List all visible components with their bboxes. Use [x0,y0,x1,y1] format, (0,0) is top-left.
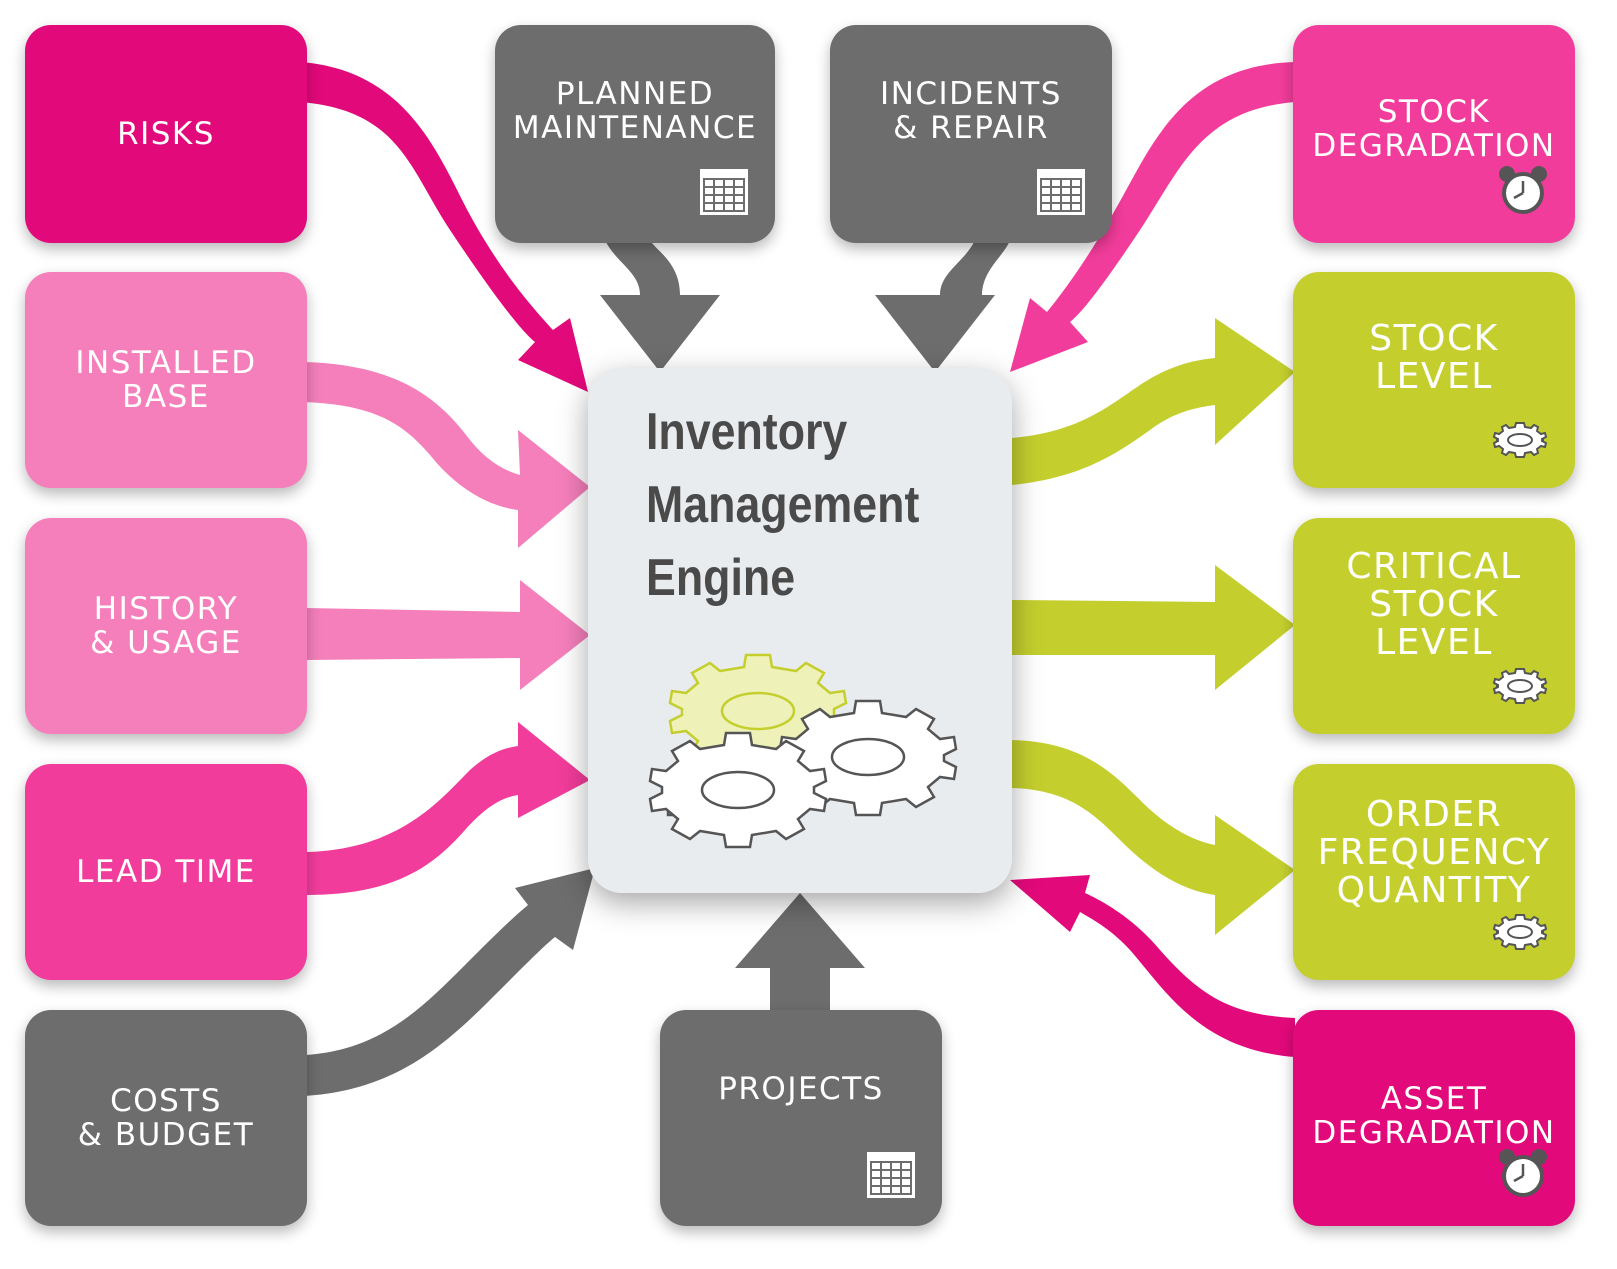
calendar-icon [866,1151,916,1206]
risks-label: RISKS [117,116,215,152]
stock-degradation-label: STOCK DEGRADATION [1312,94,1556,164]
arrow-lead-time [305,722,590,895]
arrow-projects [735,893,865,1016]
planned-maintenance-box: PLANNED MAINTENANCE [495,25,775,243]
arrow-installed-base [305,362,590,548]
projects-label: PROJECTS [718,1071,884,1107]
arrow-stock-level [1012,318,1295,485]
projects-box: PROJECTS [660,1010,942,1226]
order-frequency-quantity-box: ORDER FREQUENCY QUANTITY [1293,764,1575,980]
gear-icon [1491,909,1549,960]
clock-icon [1497,164,1549,223]
asset-degradation-box: ASSET DEGRADATION [1293,1010,1575,1226]
installed-base-box: INSTALLED BASE [25,272,307,488]
costs-budget-box: COSTS & BUDGET [25,1010,307,1226]
gear-icon [1491,663,1549,714]
engine-title: Inventory Management Engine [646,403,920,607]
arrow-order-frequency [1012,740,1295,935]
stock-level-label: STOCK LEVEL [1369,318,1499,397]
arrow-risks [300,62,588,392]
lead-time-label: LEAD TIME [76,854,256,890]
clock-icon [1497,1147,1549,1206]
arrow-asset-degradation [1010,875,1295,1057]
arrow-history-usage [305,580,590,690]
asset-degradation-label: ASSET DEGRADATION [1312,1081,1556,1151]
incidents-repair-box: INCIDENTS & REPAIR [830,25,1112,243]
incidents-repair-label: INCIDENTS & REPAIR [880,76,1062,146]
history-usage-label: HISTORY & USAGE [90,591,242,661]
order-frequency-quantity-label: ORDER FREQUENCY QUANTITY [1317,794,1551,911]
calendar-icon [1036,168,1086,223]
planned-maintenance-label: PLANNED MAINTENANCE [512,76,758,146]
risks-box: RISKS [25,25,307,243]
stock-level-box: STOCK LEVEL [1293,272,1575,488]
costs-budget-label: COSTS & BUDGET [77,1083,255,1153]
arrow-costs-budget [305,868,595,1096]
critical-stock-level-label: CRITICAL STOCK LEVEL [1346,546,1522,663]
arrow-incidents-repair [875,240,1010,372]
arrow-stock-degradation [1010,62,1295,372]
gears-icon [648,653,958,857]
inventory-management-engine: Inventory Management Engine [588,368,1012,893]
history-usage-box: HISTORY & USAGE [25,518,307,734]
lead-time-box: LEAD TIME [25,764,307,980]
arrow-critical-stock-level [1012,565,1295,690]
arrow-planned-maintenance [600,240,720,372]
calendar-icon [699,168,749,223]
critical-stock-level-box: CRITICAL STOCK LEVEL [1293,518,1575,734]
installed-base-label: INSTALLED BASE [75,345,257,415]
gear-icon [1491,417,1549,468]
stock-degradation-box: STOCK DEGRADATION [1293,25,1575,243]
